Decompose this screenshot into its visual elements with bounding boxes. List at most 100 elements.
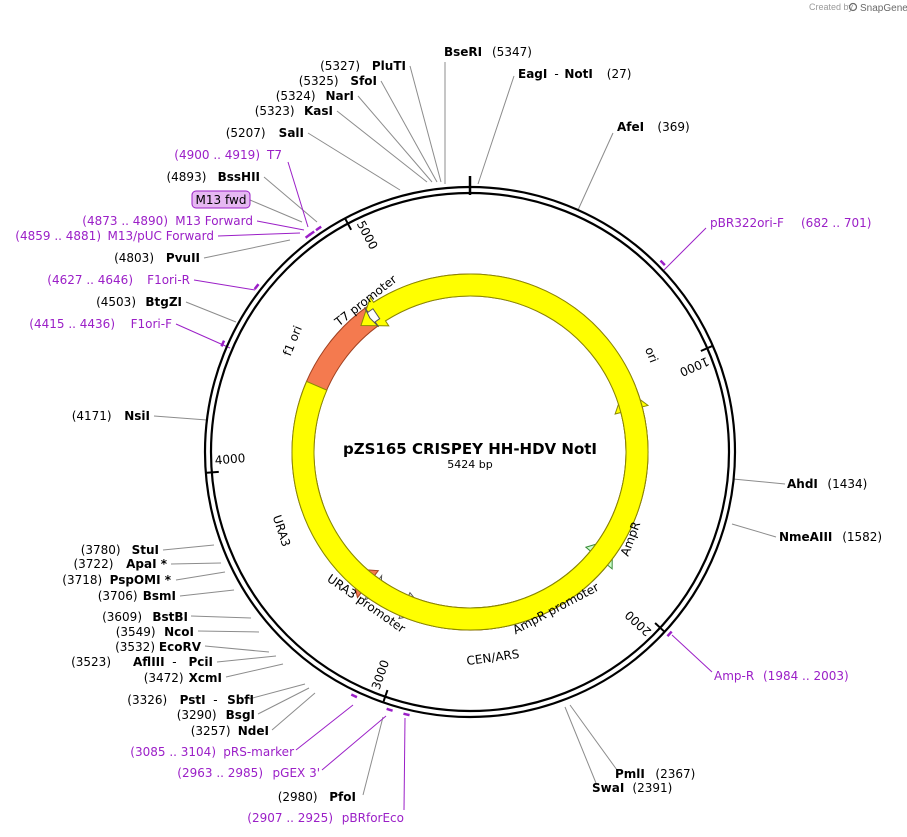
site-name: BssHII bbox=[218, 170, 260, 184]
site-label: NcoI(3549) bbox=[116, 625, 194, 639]
site-position: (369) bbox=[657, 120, 689, 134]
site-name: BsmI bbox=[143, 589, 176, 603]
site-position: (4503) bbox=[96, 295, 136, 309]
leader-line bbox=[216, 655, 277, 663]
site-name-2: AflIII bbox=[133, 655, 165, 669]
site-label: KasI (5323) bbox=[255, 104, 333, 118]
primer-range: (3085 .. 3104) bbox=[130, 745, 216, 759]
primer-label: pBR322ori-F (682 .. 701) bbox=[710, 216, 871, 230]
primer-range: (4415 .. 4436) bbox=[29, 317, 115, 331]
primer-range: (682 .. 701) bbox=[801, 216, 871, 230]
site-label: PciI-AflIII(3523) bbox=[71, 655, 213, 669]
site-position: (3718) bbox=[62, 573, 102, 587]
site-name: NsiI bbox=[124, 409, 150, 423]
site-position: (3523) bbox=[71, 655, 111, 669]
leader-line bbox=[357, 95, 433, 183]
primer-mark bbox=[315, 225, 322, 232]
site-name: EagI bbox=[518, 67, 547, 81]
site-separator: - bbox=[554, 67, 558, 81]
primer-mark bbox=[350, 693, 358, 699]
feature-label: URA3 bbox=[270, 513, 293, 548]
primer-name: M13/pUC Forward bbox=[107, 229, 214, 243]
features bbox=[291, 273, 650, 631]
site-position: (1582) bbox=[842, 530, 882, 544]
leader-line bbox=[179, 589, 235, 597]
leader-line bbox=[409, 65, 442, 183]
site-label: ApaI *(3722) bbox=[73, 557, 167, 571]
site-name: StuI bbox=[132, 543, 159, 557]
leader-line bbox=[256, 220, 305, 231]
site-name: EcoRV bbox=[159, 640, 202, 654]
plasmid-length: 5424 bp bbox=[447, 458, 492, 471]
site-label: SfoI(5325) bbox=[299, 74, 377, 88]
site-position: (3609) bbox=[102, 610, 142, 624]
site-label: PfoI(2980) bbox=[278, 790, 356, 804]
primer-marks bbox=[220, 225, 673, 717]
leader-line bbox=[162, 544, 215, 551]
site-position: (1434) bbox=[827, 477, 867, 491]
m13-fwd-box-label: M13 fwd bbox=[196, 193, 247, 207]
site-label: StuI(3780) bbox=[81, 543, 159, 557]
leader-line bbox=[257, 687, 310, 715]
tick-label: 4000 bbox=[214, 451, 246, 467]
primer-mark bbox=[666, 630, 673, 638]
tick-label: 1000 bbox=[678, 354, 712, 379]
site-label: NmeAIII (1582) bbox=[779, 530, 882, 544]
feature-t7-promoter bbox=[364, 307, 381, 328]
site-label: EagI-NotI(27) bbox=[518, 67, 631, 81]
site-name: SbfI bbox=[227, 693, 254, 707]
leader-line bbox=[287, 161, 309, 228]
site-label: AfeI(369) bbox=[617, 120, 690, 134]
leader-line bbox=[336, 110, 428, 183]
tick-mark bbox=[382, 689, 389, 702]
site-label: AhdI(1434) bbox=[787, 477, 867, 491]
site-position: (4171) bbox=[72, 409, 112, 423]
site-name: ApaI * bbox=[126, 557, 168, 571]
site-position: (27) bbox=[607, 67, 632, 81]
leader-lines bbox=[153, 62, 786, 811]
site-position: (3549) bbox=[116, 625, 156, 639]
primer-label: M13 Forward(4873 .. 4890) bbox=[82, 214, 253, 228]
primer-mark bbox=[659, 259, 666, 266]
feature-f1-ori bbox=[291, 273, 649, 631]
site-name: PciI bbox=[189, 655, 214, 669]
site-name: SfoI bbox=[350, 74, 377, 88]
primer-name: pGEX 3' bbox=[273, 766, 320, 780]
primer-range: (2907 .. 2925) bbox=[247, 811, 333, 825]
site-position: (3532) bbox=[115, 640, 155, 654]
site-label: PvuII(4803) bbox=[114, 251, 200, 265]
primer-label: M13/pUC Forward(4859 .. 4881) bbox=[15, 229, 214, 243]
primer-label: pRS-marker(3085 .. 3104) bbox=[130, 745, 294, 759]
leader-line bbox=[271, 692, 316, 731]
feature-label: CEN/ARS bbox=[466, 647, 521, 668]
tick-mark bbox=[700, 345, 713, 352]
site-position: (5327) bbox=[320, 59, 360, 73]
primer-mark bbox=[253, 283, 260, 290]
leader-line bbox=[249, 199, 303, 223]
leader-line bbox=[731, 523, 777, 538]
leader-line bbox=[197, 630, 260, 633]
site-label: BsmI(3706) bbox=[98, 589, 176, 603]
site-label: XcmI(3472) bbox=[144, 671, 222, 685]
site-label: BstBI(3609) bbox=[102, 610, 188, 624]
tick-mark bbox=[206, 470, 219, 474]
site-position: (5323) bbox=[255, 104, 295, 118]
primer-name: pBR322ori-F bbox=[710, 216, 784, 230]
plasmid-name: pZS165 CRISPEY HH-HDV NotI bbox=[343, 440, 597, 458]
site-name: PluTI bbox=[372, 59, 406, 73]
leader-line bbox=[663, 227, 707, 271]
site-position: (5347) bbox=[492, 45, 532, 59]
feature-label: ori bbox=[642, 345, 661, 365]
site-name: KasI bbox=[304, 104, 333, 118]
primer-name: pBRforEco bbox=[342, 811, 404, 825]
tick-mark bbox=[344, 218, 353, 231]
primer-label: pGEX 3'(2963 .. 2985) bbox=[177, 766, 320, 780]
site-name: NmeAIII bbox=[779, 530, 832, 544]
site-name: PspOMI * bbox=[110, 573, 172, 587]
leader-line bbox=[564, 706, 597, 784]
leader-line bbox=[175, 323, 231, 349]
leader-line bbox=[170, 562, 222, 565]
primer-mark bbox=[220, 340, 226, 347]
leader-line bbox=[217, 232, 301, 237]
